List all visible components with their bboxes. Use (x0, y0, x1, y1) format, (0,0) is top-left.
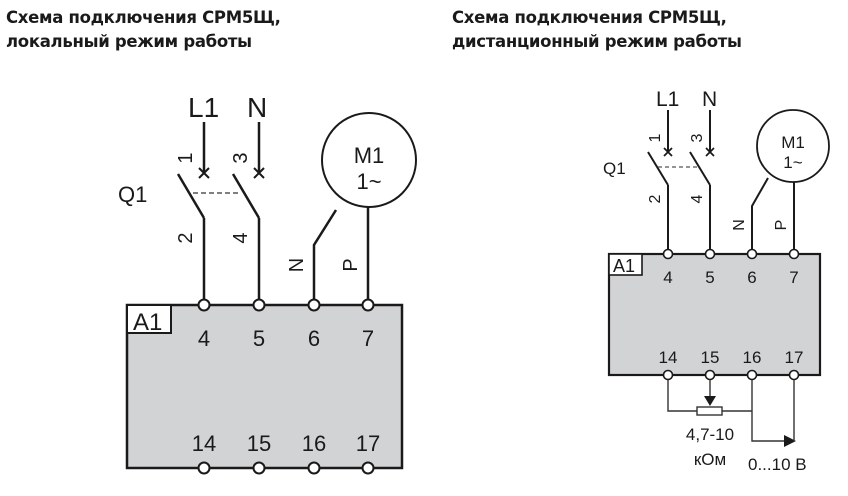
right-terminal-4 (662, 248, 674, 260)
left-wire-n-label: N (286, 258, 308, 272)
left-n-label: N (247, 92, 267, 123)
left-terminal-4 (197, 298, 211, 312)
left-terminal-label-17: 17 (356, 431, 380, 456)
left-pin-3: 3 (230, 152, 252, 163)
title-left-line1: Схема подключения СРМ5Щ, (6, 8, 281, 27)
right-wire-p-label: P (773, 220, 790, 231)
right-terminal-17 (788, 369, 800, 381)
right-terminal-6 (746, 248, 758, 260)
right-motor-wire-n (751, 177, 769, 250)
potentiometer-value: 4,7-10 (686, 425, 734, 444)
right-switch-blade-2 (689, 151, 711, 186)
voltage-wire-16 (751, 380, 786, 442)
right-pin-1: 1 (647, 133, 664, 142)
potentiometer-unit: кОм (694, 450, 726, 469)
pot-wiper-arrow-icon (704, 396, 716, 406)
left-terminal-5 (252, 298, 266, 312)
potentiometer-symbol (696, 406, 723, 416)
left-switch-blade-2 (231, 173, 261, 219)
right-terminal-14 (662, 369, 674, 381)
right-switch-blade-1 (647, 151, 669, 186)
right-terminal-label-4: 4 (663, 268, 672, 287)
left-terminal-6 (307, 298, 321, 312)
title-left: Схема подключения СРМ5Щ, локальный режим… (6, 6, 281, 54)
right-terminal-label-7: 7 (789, 268, 798, 287)
right-motor-type: 1~ (783, 153, 802, 172)
right-terminal-7 (788, 248, 800, 260)
right-pin-4: 4 (689, 194, 706, 203)
right-terminal-label-14: 14 (659, 348, 678, 367)
left-l1-label: L1 (188, 92, 219, 123)
right-terminal-label-5: 5 (705, 268, 714, 287)
left-pin-1: 1 (175, 152, 197, 163)
right-motor-name: M1 (781, 133, 805, 152)
left-terminal-15 (252, 461, 266, 475)
right-terminal-label-17: 17 (785, 348, 804, 367)
right-wire-n-label: N (731, 219, 748, 231)
right-external-wiring (667, 380, 796, 447)
title-right: Схема подключения СРМ5Щ, дистанционный р… (452, 6, 742, 54)
left-terminal-16 (307, 461, 321, 475)
right-terminal-label-16: 16 (743, 348, 762, 367)
right-contact-marks (663, 147, 715, 157)
right-device-label-box (608, 253, 643, 276)
left-diagram: L1 N 1 3 Q1 2 4 M1 1~ N P A1 (118, 92, 417, 475)
right-diagram: L1 N 1 3 Q1 2 4 M1 1~ N P A1 (603, 88, 830, 474)
title-right-line2: дистанционный режим работы (452, 32, 742, 51)
left-motor-wire-n (312, 209, 338, 299)
right-n-label: N (702, 88, 717, 111)
left-terminal-label-16: 16 (302, 431, 326, 456)
right-terminals (662, 248, 800, 381)
right-terminal-label-15: 15 (701, 348, 720, 367)
left-switch-blade-1 (176, 173, 206, 219)
right-l1-label: L1 (656, 88, 679, 111)
left-pin-4: 4 (230, 232, 252, 243)
right-q1-label: Q1 (603, 159, 626, 178)
right-terminal-16 (746, 369, 758, 381)
voltage-arrow-icon (784, 435, 796, 447)
left-motor-type: 1~ (356, 169, 381, 194)
left-terminal-label-7: 7 (362, 326, 374, 351)
voltage-input-label: 0...10 В (748, 455, 807, 474)
left-terminal-label-14: 14 (192, 431, 216, 456)
left-terminal-label-15: 15 (247, 431, 271, 456)
left-contact-marks (198, 167, 265, 179)
left-terminal-17 (361, 461, 375, 475)
left-q1-label: Q1 (118, 182, 147, 207)
right-terminal-label-6: 6 (747, 268, 756, 287)
left-device-label-box (126, 304, 172, 334)
right-pin-2: 2 (647, 194, 664, 203)
right-device-label: A1 (613, 256, 635, 276)
left-terminal-7 (361, 298, 375, 312)
left-terminal-label-4: 4 (198, 326, 210, 351)
left-pin-2: 2 (175, 232, 197, 243)
left-terminal-14 (197, 461, 211, 475)
right-terminal-5 (704, 248, 716, 260)
title-right-line1: Схема подключения СРМ5Щ, (452, 8, 727, 27)
left-terminal-label-5: 5 (253, 326, 265, 351)
title-left-line2: локальный режим работы (6, 32, 252, 51)
left-terminals (197, 298, 375, 475)
left-wire-p-label: P (340, 258, 362, 271)
left-terminal-label-6: 6 (308, 326, 320, 351)
right-pin-3: 3 (689, 133, 706, 142)
left-device-box (125, 303, 404, 470)
left-device-label: A1 (133, 309, 162, 336)
left-motor-name: M1 (354, 143, 385, 168)
right-terminal-15 (704, 369, 716, 381)
pot-wire-14 (667, 380, 697, 412)
